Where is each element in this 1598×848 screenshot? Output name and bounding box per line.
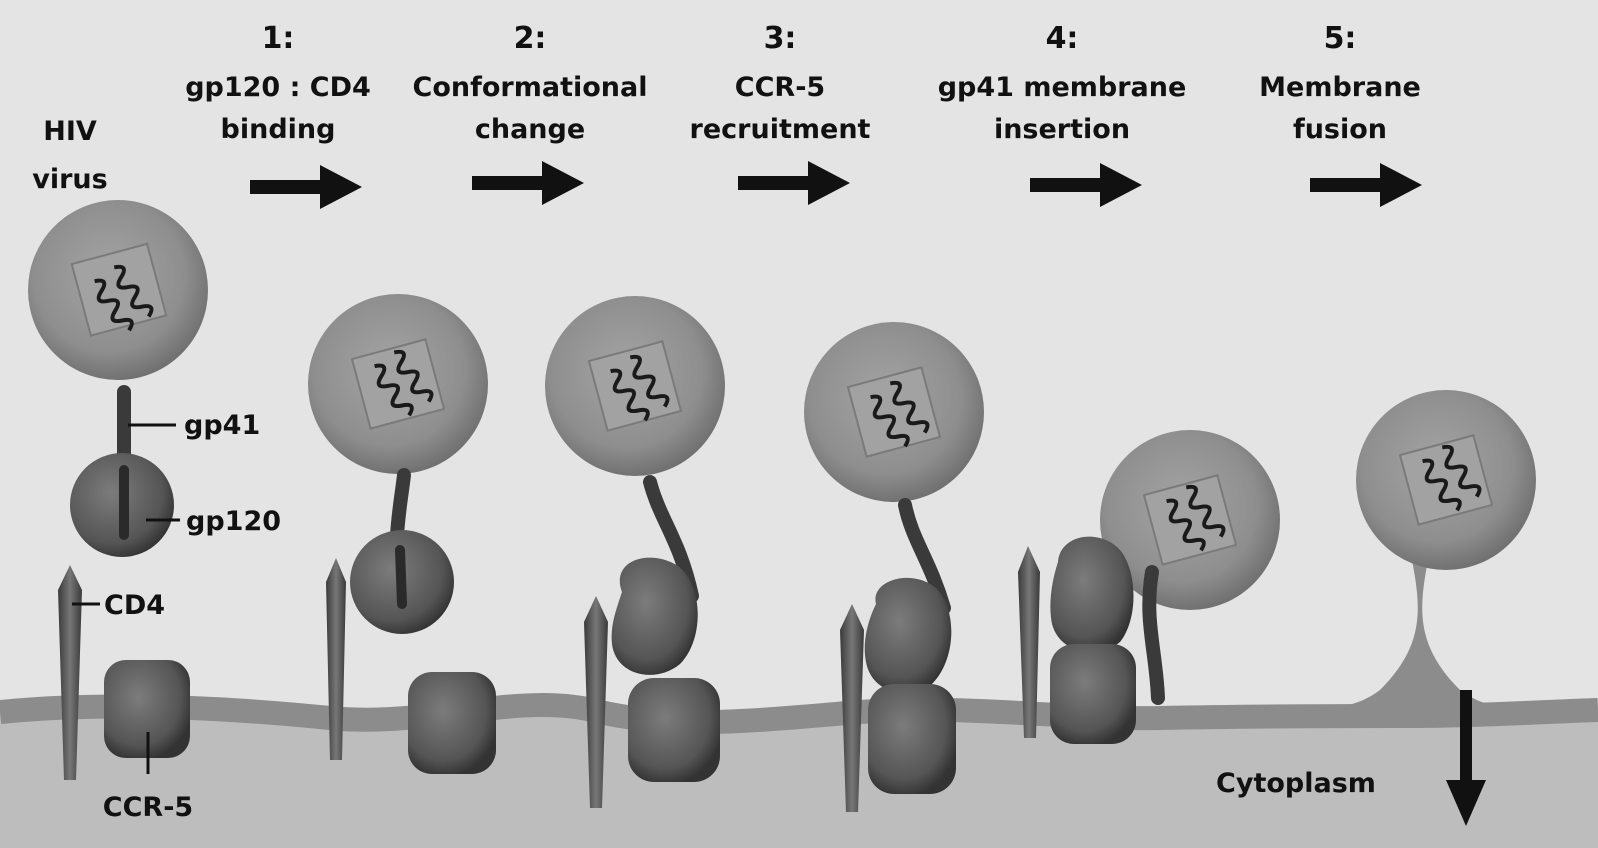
step-2-subtitle: change	[475, 114, 585, 145]
step-4-title: gp41 membrane	[938, 72, 1187, 103]
gp120-label: gp120	[186, 506, 281, 537]
hiv-label-line1: HIV	[43, 116, 97, 147]
gp41-stalk-inner	[400, 550, 402, 604]
gp120-protein	[1050, 537, 1133, 652]
step-2-number: 2:	[514, 21, 547, 56]
ccr5-coreceptor	[628, 678, 720, 782]
cytoplasm-label: Cytoplasm	[1216, 768, 1376, 799]
step-5-subtitle: fusion	[1293, 114, 1387, 145]
ccr5-coreceptor	[408, 672, 496, 774]
hiv-label-line2: virus	[32, 164, 107, 195]
step-4-subtitle: insertion	[994, 114, 1130, 145]
step-4-number: 4:	[1046, 21, 1079, 56]
step-5-title: Membrane	[1259, 72, 1421, 103]
step-1-title: gp120 : CD4	[185, 72, 371, 103]
gp120-protein	[612, 558, 698, 675]
step-2-title: Conformational	[413, 72, 648, 103]
gp41-stalk	[1149, 572, 1158, 698]
gp41-label: gp41	[184, 410, 260, 441]
ccr5-coreceptor	[868, 684, 956, 794]
gp120-protein	[865, 578, 952, 693]
step-3-title: CCR-5	[735, 72, 825, 103]
cd4-label: CD4	[104, 590, 165, 621]
ccr5-label: CCR-5	[103, 792, 193, 823]
step-1-subtitle: binding	[221, 114, 336, 145]
step-3-subtitle: recruitment	[690, 114, 871, 145]
step-3-number: 3:	[764, 21, 797, 56]
step-1-number: 1:	[262, 21, 295, 56]
ccr5-coreceptor	[1050, 644, 1136, 744]
step-5-number: 5:	[1324, 21, 1357, 56]
